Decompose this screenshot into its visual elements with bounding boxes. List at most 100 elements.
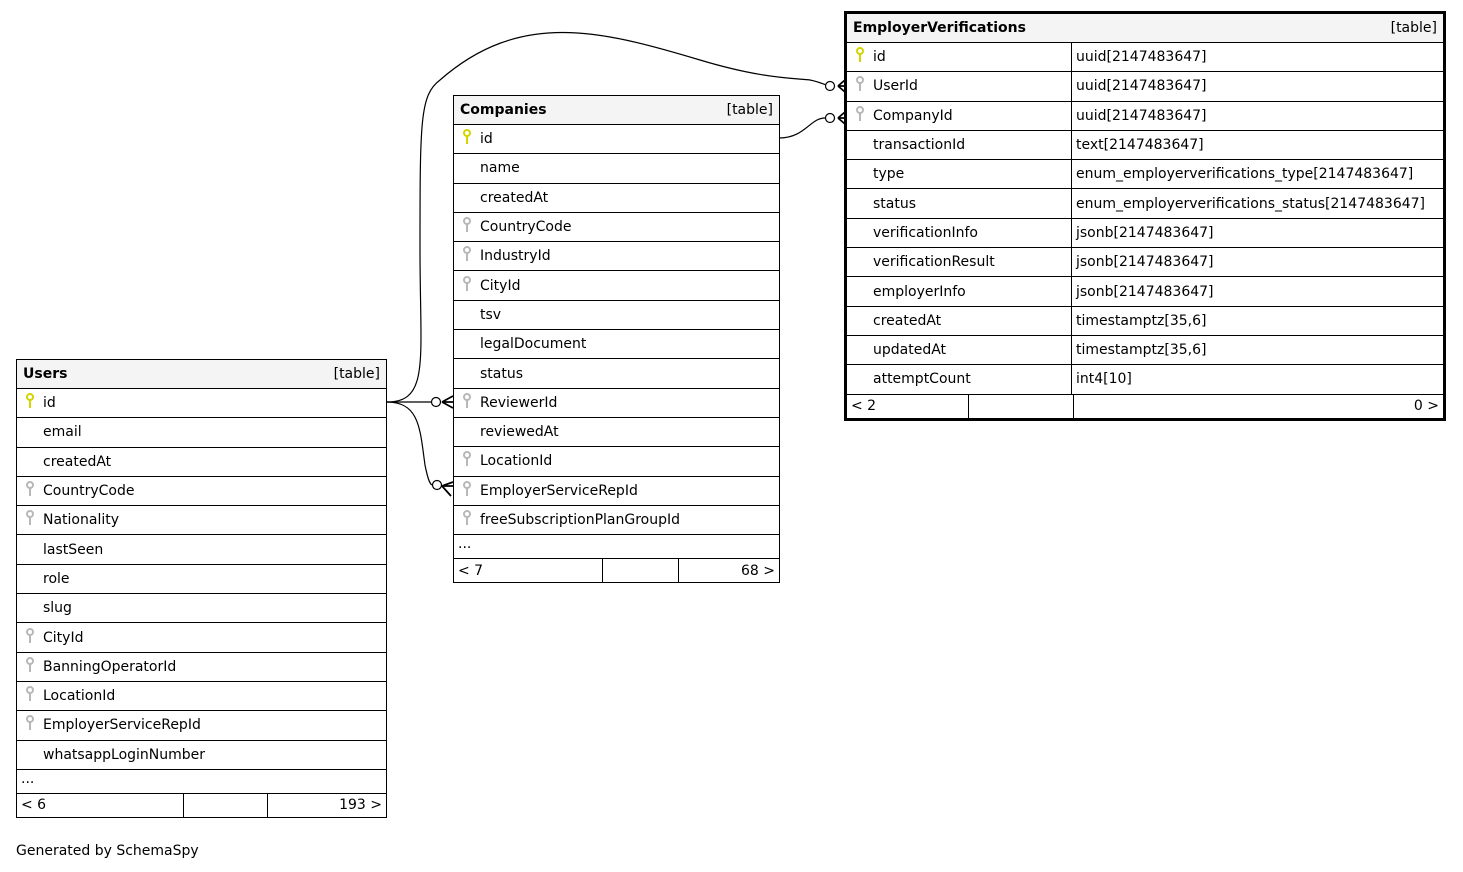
column-row[interactable]: id [17,389,386,419]
table-kind: [table] [333,366,380,382]
column-row[interactable]: freeSubscriptionPlanGroupId [454,506,779,536]
column-name: id [480,131,493,148]
edge-companies-ev [778,117,826,139]
column-row[interactable]: employerInfo jsonb[2147483647] [847,277,1443,307]
column-row[interactable]: CityId [454,271,779,301]
foreign-key-icon [17,715,43,735]
column-row[interactable]: reviewedAt [454,418,779,448]
parents-count[interactable]: < 2 [847,394,969,418]
children-count[interactable]: 193 > [339,797,382,814]
footer-mid [184,793,268,817]
column-row[interactable]: tsv [454,301,779,331]
column-type: uuid[2147483647] [1071,72,1443,101]
edge-end-circle [430,396,442,408]
column-type: jsonb[2147483647] [1071,277,1443,306]
column-row[interactable]: legalDocument [454,330,779,360]
edge-users-ev [386,31,831,403]
column-row[interactable]: EmployerServiceRepId [454,477,779,506]
column-row[interactable]: lastSeen [17,535,386,565]
column-name: email [43,424,82,441]
column-row[interactable]: slug [17,594,386,624]
column-row[interactable]: LocationId [454,447,779,477]
column-row[interactable]: name [454,154,779,184]
column-name: slug [43,600,72,617]
table-kind: [table] [726,102,773,118]
column-row[interactable]: transactionId text[2147483647] [847,130,1443,161]
foreign-key-icon [17,510,43,530]
column-name: EmployerServiceRepId [480,482,638,499]
column-row[interactable]: ReviewerId [454,389,779,418]
column-row[interactable]: IndustryId [454,242,779,272]
column-name: LocationId [43,688,116,705]
column-name: CityId [480,277,521,294]
column-name: createdAt [480,189,549,206]
column-name: status [873,195,917,212]
table-footer: < 2 0 > [847,394,1443,418]
parents-count[interactable]: < 7 [454,559,603,583]
column-name: type [873,166,905,183]
table-header[interactable]: Users[table] [17,360,386,389]
foreign-key-icon [454,510,480,530]
primary-key-icon [847,47,873,67]
generated-by-label: Generated by SchemaSpy [16,843,199,859]
column-row[interactable]: status [454,359,779,389]
column-row[interactable]: createdAt [17,448,386,477]
column-type: uuid[2147483647] [1071,43,1443,72]
table-header[interactable]: EmployerVerifications[table] [847,14,1443,43]
column-row[interactable]: CountryCode [454,213,779,243]
column-row[interactable]: status enum_employerverifications_status[… [847,189,1443,219]
primary-key-icon [17,393,43,413]
parents-count[interactable]: < 6 [17,793,184,817]
column-row[interactable]: UserId uuid[2147483647] [847,72,1443,102]
column-name: transactionId [873,137,966,154]
column-row[interactable]: createdAt [454,184,779,213]
column-name: CityId [43,629,84,646]
column-name: Nationality [43,512,120,529]
column-name: UserId [873,78,918,95]
children-count[interactable]: 68 > [741,562,775,579]
column-name: CompanyId [873,107,953,124]
foreign-key-icon [847,105,873,126]
column-name: status [480,365,524,382]
footer-mid [969,394,1074,418]
column-name: IndustryId [480,248,551,265]
column-type: enum_employerverifications_status[214748… [1071,189,1443,218]
foreign-key-icon [454,217,480,237]
column-row[interactable]: Nationality [17,506,386,536]
foreign-key-icon [454,246,480,266]
column-row[interactable]: id [454,125,779,155]
foreign-key-icon [17,656,43,677]
column-name: updatedAt [873,342,947,359]
column-type: int4[10] [1071,365,1443,394]
column-row[interactable]: LocationId [17,682,386,712]
foreign-key-icon [17,481,43,501]
column-name: employerInfo [873,283,966,300]
column-row[interactable]: role [17,565,386,595]
more-columns[interactable]: ... [454,535,779,560]
column-row[interactable]: whatsappLoginNumber [17,741,386,770]
more-columns[interactable]: ... [17,770,386,794]
column-name: createdAt [43,453,112,470]
children-count[interactable]: 0 > [1413,398,1439,415]
column-row[interactable]: EmployerServiceRepId [17,711,386,741]
table-header[interactable]: Companies[table] [454,96,779,125]
foreign-key-icon [17,627,43,648]
column-type: text[2147483647] [1071,130,1443,160]
column-row[interactable]: CityId [17,623,386,653]
column-row[interactable]: CountryCode [17,477,386,507]
column-row[interactable]: email [17,418,386,448]
column-name: tsv [480,306,502,323]
table-kind: [table] [1390,20,1437,36]
column-row[interactable]: BanningOperatorId [17,653,386,682]
